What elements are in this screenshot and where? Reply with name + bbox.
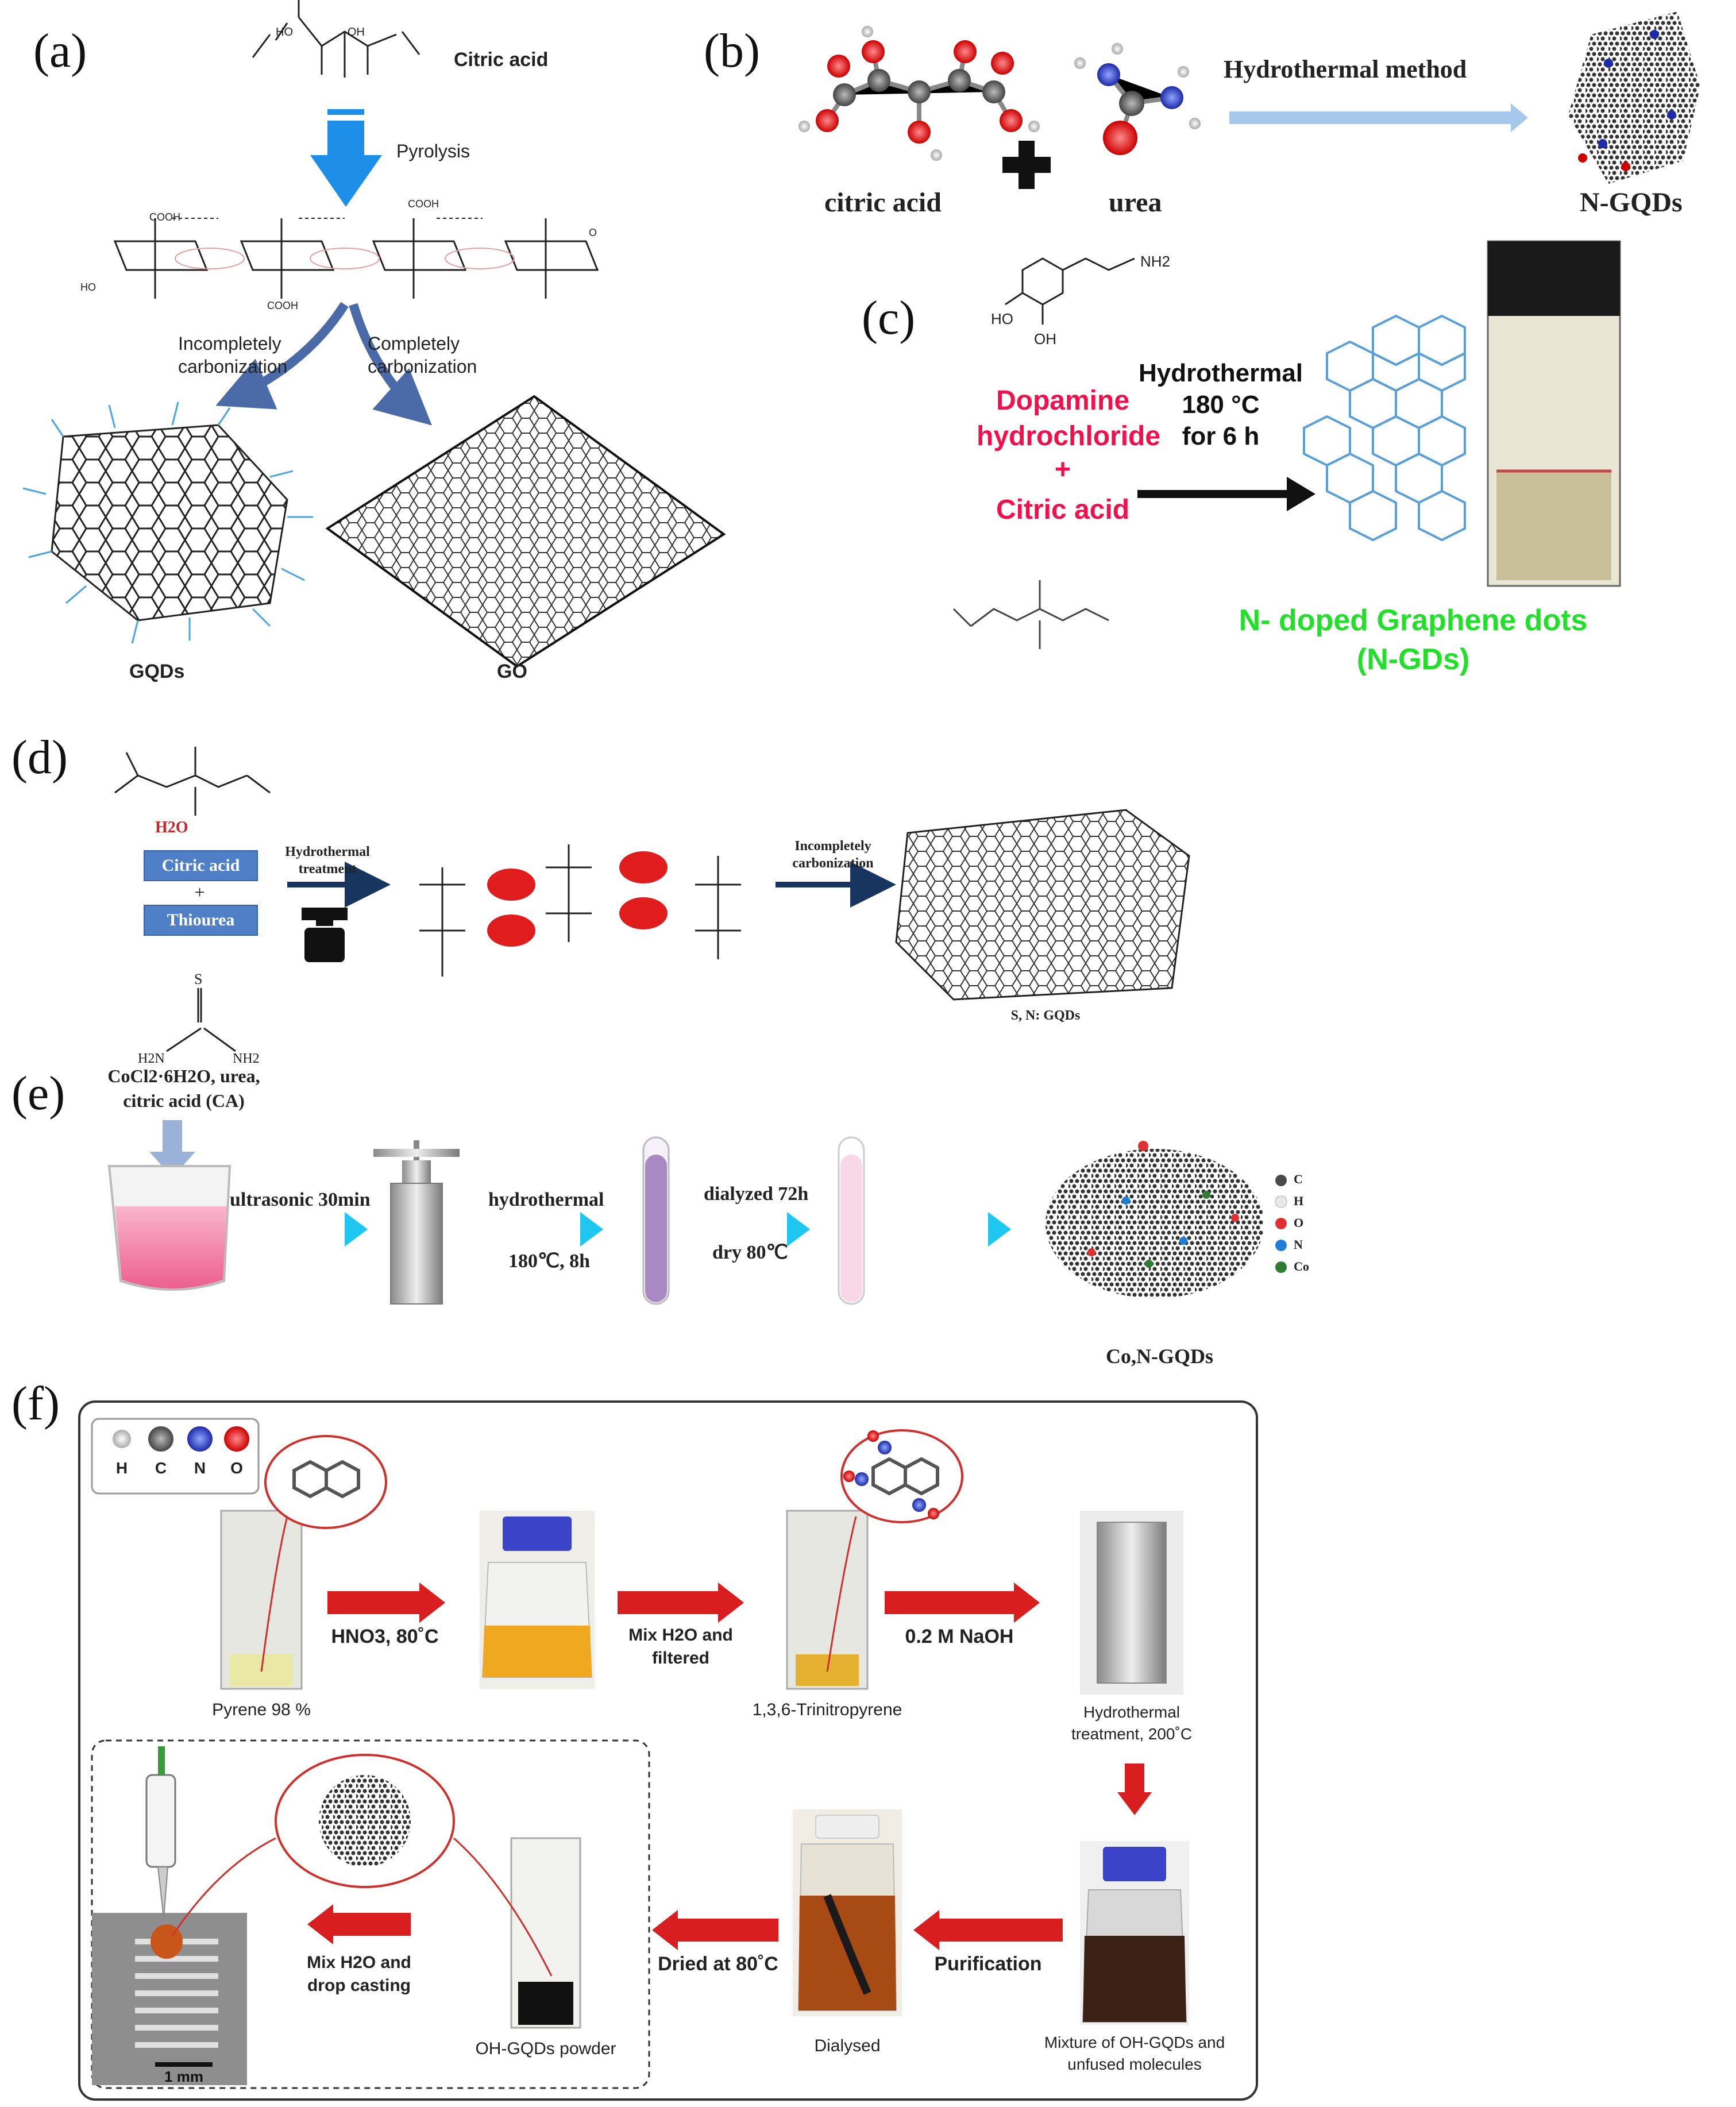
trinitropyrene-label: 1,3,6-Trinitropyrene	[752, 1700, 902, 1719]
hydrothermal-conditions-label: treatment, 200˚C	[1071, 1725, 1193, 1743]
oh-label: OH	[1034, 330, 1056, 348]
atom-label: HO	[276, 26, 293, 38]
legend-h: H	[115, 1459, 128, 1477]
hydrothermal-method-label: Hydrothermal method	[1224, 55, 1467, 83]
dopamine-label: Dopamine	[996, 385, 1130, 416]
hydrothermal-label: Hydrothermal	[1083, 1703, 1181, 1721]
panel-e-graphics	[107, 1120, 1287, 1305]
n-gds-abbrev-label: (N-GDs)	[1356, 643, 1470, 676]
sulfur-label: S	[194, 971, 203, 987]
completely-label: Completely	[368, 333, 460, 354]
legend-o: O	[1294, 1215, 1304, 1230]
citric-acid-label: citric acid	[824, 187, 942, 218]
gqds-label: GQDs	[129, 661, 185, 682]
panel-b-label: (b)	[704, 24, 760, 78]
drop-casting-label: drop casting	[307, 1976, 411, 1995]
hydrothermal-label: hydrothermal	[488, 1189, 604, 1210]
panel-c-label: (c)	[862, 291, 916, 345]
panel-a-graphics	[22, 0, 726, 668]
temperature-label: 180 °C	[1182, 391, 1260, 419]
mixture-label: Mixture of OH-GQDs and	[1044, 2033, 1225, 2051]
panel-f-graphics	[78, 1400, 1258, 2101]
water-label: H2O	[155, 819, 188, 836]
legend-co: Co	[1294, 1259, 1309, 1274]
legend-c: C	[1294, 1172, 1303, 1186]
plus-label: +	[1054, 454, 1071, 485]
purification-label: Purification	[934, 1953, 1042, 1975]
hno3-label: HNO3, 80˚C	[331, 1626, 439, 1647]
reagents-label-2: citric acid (CA)	[123, 1090, 245, 1111]
filtered-label: filtered	[651, 1649, 710, 1668]
dialyzed-label: dialyzed 72h	[704, 1183, 809, 1205]
hydrothermal-label: Hydrothermal	[1138, 359, 1303, 387]
dry-label: dry 80℃	[712, 1242, 788, 1263]
incompletely-label-2: carbonization	[178, 356, 288, 377]
legend-c: C	[155, 1459, 167, 1477]
panel-a-label: (a)	[33, 24, 87, 78]
oh-gqds-powder-label: OH-GQDs powder	[475, 2039, 616, 2058]
panel-e-label: (e)	[11, 1067, 65, 1120]
citric-acid-label: Citric acid	[996, 495, 1130, 525]
atom-label: O	[589, 227, 597, 238]
sn-gqds-label: S, N: GQDs	[1010, 1008, 1081, 1023]
co-n-gqds-label: Co,N-GQDs	[1106, 1345, 1213, 1368]
naoh-label: 0.2 M NaOH	[905, 1626, 1014, 1647]
atom-label: COOH	[149, 211, 180, 223]
panel-d-label: (d)	[11, 731, 68, 784]
atom-label: OH	[348, 26, 365, 38]
panel-c-graphics	[952, 240, 1621, 649]
legend-n: N	[194, 1459, 206, 1477]
carbonization-label: carbonization	[792, 856, 874, 871]
treatment-label: treatment	[298, 862, 357, 877]
ultrasonic-label: ultrasonic 30min	[230, 1189, 371, 1210]
scale-bar-label: 1 mm	[164, 2068, 203, 2085]
dried-label: Dried at 80˚C	[658, 1953, 778, 1975]
nh2-label: NH2	[1140, 253, 1171, 270]
hydrochloride-label: hydrochloride	[977, 421, 1161, 452]
citric-acid-box: Citric acid	[144, 850, 258, 881]
completely-label-2: carbonization	[368, 356, 477, 377]
incompletely-label: Incompletely	[794, 839, 871, 854]
time-label: for 6 h	[1182, 422, 1260, 450]
go-label: GO	[497, 661, 527, 682]
pyrene-label: Pyrene 98 %	[212, 1700, 311, 1719]
urea-label: urea	[1109, 187, 1162, 218]
panel-f-label: (f)	[11, 1377, 60, 1430]
ho-label: HO	[991, 310, 1013, 327]
nh2-label: NH2	[233, 1051, 260, 1066]
hydrothermal-conditions-label: 180℃, 8h	[508, 1251, 591, 1272]
incompletely-label: Incompletely	[178, 333, 281, 354]
dialysed-label: Dialysed	[814, 2036, 881, 2055]
citric-acid-label: Citric acid	[454, 49, 549, 71]
mix-water-label: Mix H2O and	[628, 1626, 733, 1645]
legend-n: N	[1294, 1237, 1303, 1252]
mix-water-label: Mix H2O and	[307, 1953, 411, 1972]
n-gds-label: N- doped Graphene dots	[1239, 604, 1588, 637]
panel-d-graphics	[114, 747, 1190, 1052]
thiourea-box: Thiourea	[144, 905, 258, 936]
hydrothermal-label: Hydrothermal	[285, 844, 370, 859]
pyrolysis-label: Pyrolysis	[396, 141, 470, 161]
atom-label: COOH	[267, 300, 298, 311]
panel-b-graphics	[798, 11, 1700, 189]
reagents-label: CoCl2·6H2O, urea,	[107, 1066, 260, 1086]
legend-o: O	[230, 1459, 243, 1477]
legend-h: H	[1294, 1194, 1304, 1208]
n-gqds-label: N-GQDs	[1580, 187, 1683, 218]
unfused-label: unfused molecules	[1067, 2055, 1202, 2073]
atom-label: HO	[80, 281, 96, 293]
plus-label: +	[194, 882, 205, 902]
atom-label: COOH	[408, 198, 439, 210]
h2n-label: H2N	[138, 1051, 165, 1066]
